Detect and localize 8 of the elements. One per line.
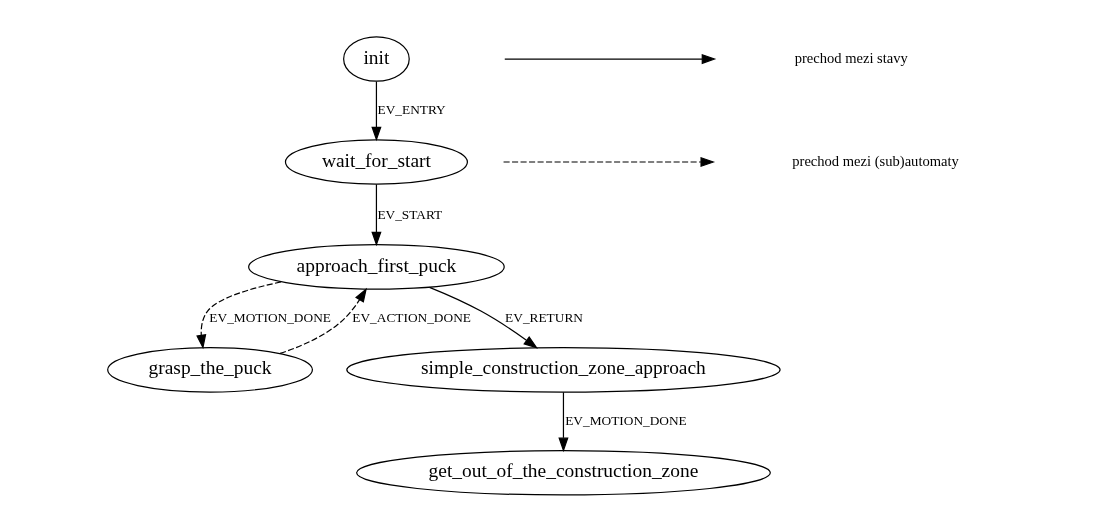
legend-label: prechod mezi (sub)automaty	[792, 152, 959, 169]
edge-label: EV_ENTRY	[377, 101, 446, 117]
edge-label: EV_MOTION_DONE	[209, 309, 331, 325]
legend-label: prechod mezi stavy	[794, 49, 908, 66]
edge-label: EV_MOTION_DONE	[565, 412, 687, 428]
edge-label: EV_START	[377, 206, 443, 222]
edge-label: EV_ACTION_DONE	[352, 309, 471, 325]
edge-label: EV_RETURN	[505, 309, 583, 325]
